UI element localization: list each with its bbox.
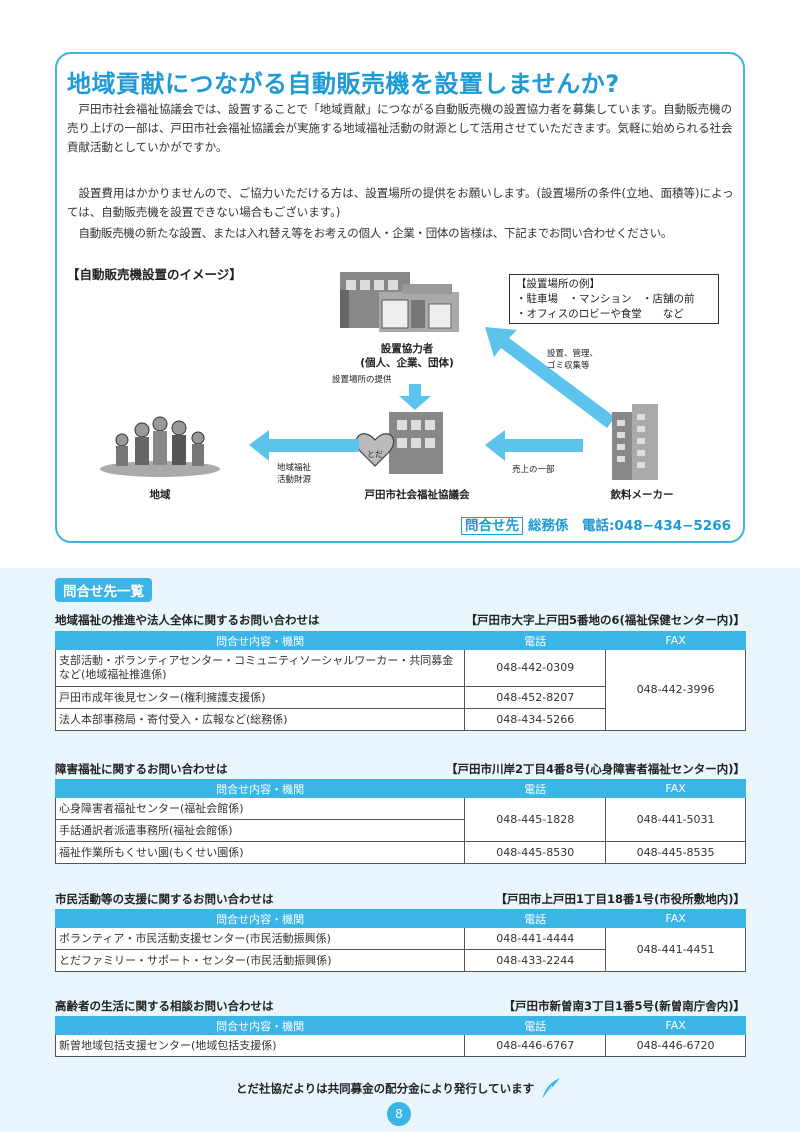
- fund-label: 地域福祉 活動財源: [277, 463, 312, 485]
- headline: 地域貢献につながる自動販売機を設置しませんか?: [67, 70, 620, 98]
- diagram-graphics: とだ: [100, 272, 658, 480]
- table-row: 戸田市成年後見センター(権利擁護支援係) 048-452-8207: [54, 686, 746, 709]
- partner-label: 設置協力者 (個人、企業、団体): [360, 343, 454, 369]
- section-4-table: 問合せ内容・機関 電話 FAX 新曽地域包括支援センター(地域包括支援係) 04…: [54, 1016, 746, 1057]
- section-1-heading: 地域福祉の推進や法人全体に関するお問い合わせは 【戸田市大字上戸田5番地の6(福…: [55, 613, 745, 627]
- table-header-row: 問合せ内容・機関 電話 FAX: [54, 909, 746, 928]
- contact-info: 問合せ先総務係 電話:048−434−5266: [461, 514, 731, 535]
- col-fax: FAX: [605, 631, 746, 650]
- left-arrow-region-icon: [249, 430, 359, 461]
- section-4-address: 【戸田市新曽南3丁目1番5号(新曽南庁舎内)】: [503, 999, 745, 1013]
- left-arrow-council-icon: [485, 430, 583, 461]
- col-tel: 電話: [464, 631, 607, 650]
- community-people-icon: [100, 416, 220, 477]
- examples-line-1: ・駐車場 ・マンション ・店舗の前: [516, 293, 695, 305]
- contact-list-title: 問合せ先一覧: [55, 578, 152, 602]
- diagram-label: 【自動販売機設置のイメージ】: [67, 267, 242, 282]
- table-row: とだファミリー・サポート・センター(市民活動振興係) 048-433-2244: [54, 949, 746, 972]
- examples-line-2: ・オフィスのロビーや食堂 など: [516, 308, 684, 320]
- table-row: ボランティア・市民活動支援センター(市民活動振興係) 048-441-4444 …: [54, 927, 746, 972]
- feather-icon: [541, 1078, 561, 1101]
- table-row: 法人本部事務局・寄付受入・広報など(総務係) 048-434-5266: [54, 708, 746, 731]
- maker-label: 飲料メーカー: [610, 489, 674, 501]
- table-header-row: 問合せ内容・機関 電話 FAX: [54, 631, 746, 650]
- intro-paragraph-1: 戸田市社会福祉協議会では、設置することで「地域貢献」につながる自動販売機の設置協…: [67, 102, 733, 154]
- table-row: 支部活動・ボランティアセンター・コミュニティソーシャルワーカー・共同募金など(地…: [54, 649, 746, 731]
- down-arrow-icon: [399, 384, 431, 410]
- region-label: 地域: [149, 489, 171, 501]
- maker-role-label: 設置、管理、 ゴミ収集等: [547, 349, 599, 371]
- section-3-address: 【戸田市上戸田1丁目18番1号(市役所敷地内)】: [495, 892, 745, 906]
- contact-tag: 問合せ先: [461, 517, 524, 535]
- storefront-building-icon: [340, 272, 459, 332]
- section-3-heading: 市民活動等の支援に関するお問い合わせは 【戸田市上戸田1丁目18番1号(市役所敷…: [55, 892, 745, 906]
- section-2-heading: 障害福祉に関するお問い合わせは 【戸田市川岸2丁目4番8号(心身障害者福祉センタ…: [55, 762, 745, 776]
- footer-note: とだ社協だよりは共同募金の配分金により発行しています: [0, 1076, 800, 1102]
- section-2-address: 【戸田市川岸2丁目4番8号(心身障害者福祉センター内)】: [445, 762, 745, 776]
- section-1-address: 【戸田市大字上戸田5番地の6(福祉保健センター内)】: [465, 613, 745, 627]
- council-building-icon: [389, 412, 443, 474]
- section-2-table: 問合せ内容・機関 電話 FAX 心身障害者福祉センター(福祉会館係) 048-4…: [54, 779, 746, 864]
- section-4-heading: 高齢者の生活に関する相談お問い合わせは 【戸田市新曽南3丁目1番5号(新曽南庁舎…: [55, 999, 745, 1013]
- table-row: 福祉作業所もくせい園(もくせい園係) 048-445-8530 048-445-…: [54, 841, 746, 864]
- location-examples-box: 【設置場所の例】 ・駐車場 ・マンション ・店舗の前 ・オフィスのロビーや食堂 …: [509, 274, 719, 324]
- sales-part-label: 売上の一部: [512, 465, 555, 475]
- table-row: 心身障害者福祉センター(福祉会館係) 048-445-1828 048-441-…: [54, 797, 746, 842]
- intro-paragraph-2: 設置費用はかかりませんので、ご協力いただける方は、設置場所の提供をお願いします。…: [67, 186, 734, 219]
- diagonal-arrow-icon: [485, 327, 615, 428]
- col-service: 問合せ内容・機関: [54, 631, 466, 650]
- table-header-row: 問合せ内容・機関 電話 FAX: [54, 1016, 746, 1035]
- table-row: 新曽地域包括支援センター(地域包括支援係) 048-446-6767 048-4…: [54, 1034, 746, 1057]
- svg-text:とだ: とだ: [367, 450, 383, 459]
- examples-title: 【設置場所の例】: [516, 278, 600, 290]
- place-provide-label: 設置場所の提供: [332, 375, 392, 385]
- mascot-icon: とだ: [355, 433, 395, 467]
- page-number: 8: [387, 1102, 411, 1126]
- council-label: 戸田市社会福祉協議会: [364, 489, 470, 501]
- recruitment-box: 地域貢献につながる自動販売機を設置しませんか? 戸田市社会福祉協議会では、設置す…: [55, 52, 745, 543]
- section-3-table: 問合せ内容・機関 電話 FAX ボランティア・市民活動支援センター(市民活動振興…: [54, 909, 746, 972]
- contact-text: 総務係 電話:048−434−5266: [528, 518, 731, 534]
- intro-paragraph-3: 自動販売機の新たな設置、または入れ替え等をお考えの個人・企業・団体の皆様は、下記…: [78, 226, 673, 240]
- maker-building-icon: [612, 404, 658, 480]
- table-header-row: 問合せ内容・機関 電話 FAX: [54, 779, 746, 798]
- section-1-table: 問合せ内容・機関 電話 FAX 支部活動・ボランティアセンター・コミュニティソー…: [54, 631, 746, 731]
